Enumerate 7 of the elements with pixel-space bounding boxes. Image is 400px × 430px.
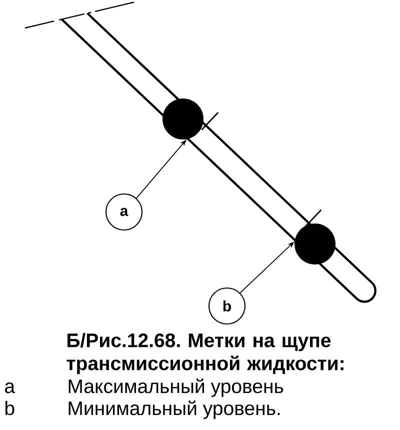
caption: Б/Рис.12.68. Метки на щупе трансмиссионной жидкости: bbox=[66, 332, 344, 374]
key-letter: b bbox=[5, 400, 14, 416]
level-dot bbox=[162, 98, 204, 140]
key-letter: a bbox=[5, 382, 16, 394]
level-dot bbox=[294, 224, 336, 264]
key-text: Максимальный уровень bbox=[68, 378, 284, 398]
key-text: Минимальный уровень. bbox=[68, 400, 280, 420]
